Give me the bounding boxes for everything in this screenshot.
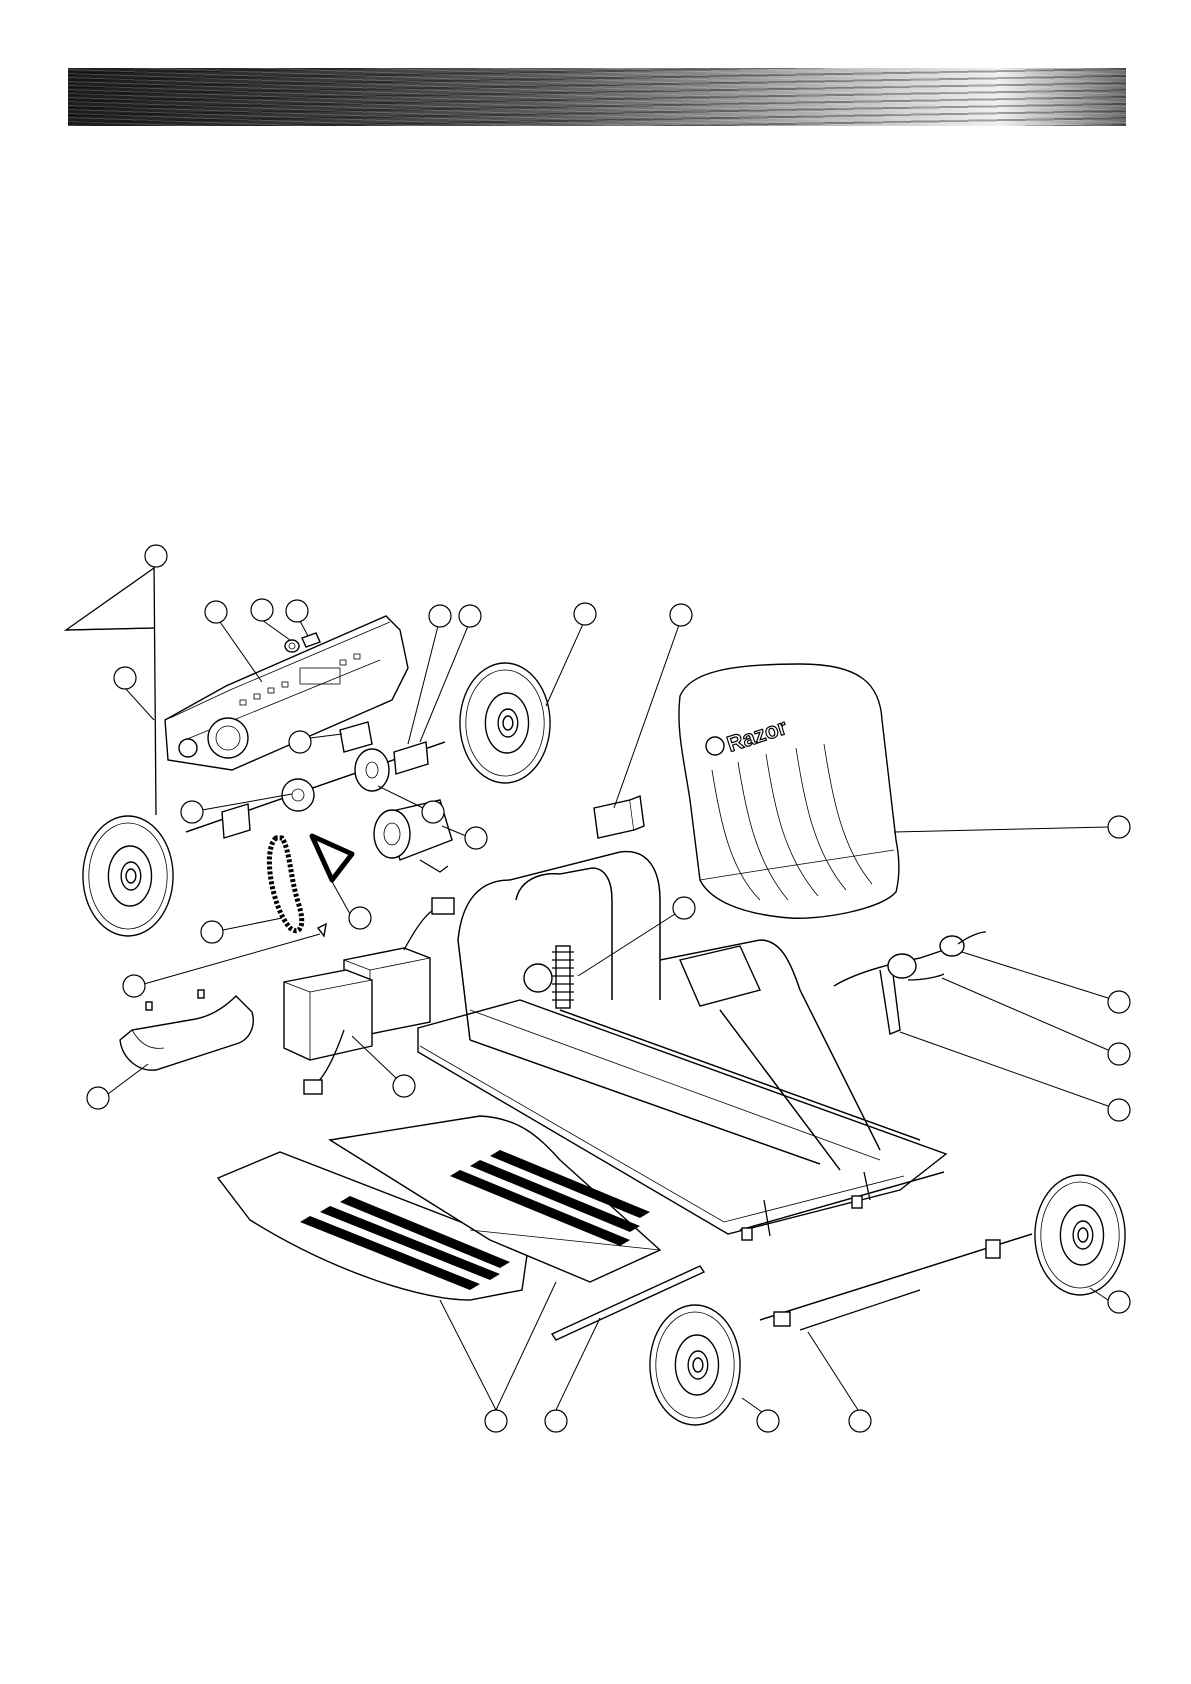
rear-wheel-right [460,663,550,783]
callout-steering-wheel [900,1032,1130,1121]
callout-batteries [352,1036,415,1097]
chain-guard-switch [302,633,320,647]
callout-chain-guard-clip [251,599,290,640]
shock-absorber [524,946,574,1008]
tie-rod [760,1234,1032,1330]
rear-wheel-left [83,816,173,936]
callout-chain-guard-switch [286,600,308,636]
callout-motor-cover [87,1064,148,1109]
safety-flag [66,560,156,815]
callout-axle-bearing-1 [408,605,451,744]
callout-rear-wheel-right [546,603,596,706]
callout-front-wheel-right [1090,1288,1130,1313]
brake-lever [908,974,944,980]
callout-flag-top [145,545,167,567]
callout-bearing-block [289,731,342,753]
controller [594,796,644,838]
callout-flag-pole [114,667,154,720]
callout-tie-rod [808,1332,871,1432]
callout-floor-pans [440,1282,556,1432]
chain-guard-clip [285,640,299,652]
callout-chain [201,918,282,943]
callout-front-wheel-left [742,1398,779,1432]
callout-belt [330,878,371,929]
front-wheel-right [1035,1175,1125,1295]
front-wheel-left [650,1305,740,1425]
callout-brake-lever [942,978,1130,1065]
callout-seat [894,816,1130,838]
callout-throttle [962,952,1130,1013]
callout-shock-absorber [578,897,695,976]
steering-wheel [834,936,964,1034]
motor-cover [120,990,253,1070]
drive-chain [269,838,301,931]
batteries [284,898,454,1094]
seat: Razor [679,664,899,918]
chain-guard [165,616,408,770]
drive-belt [312,836,352,880]
